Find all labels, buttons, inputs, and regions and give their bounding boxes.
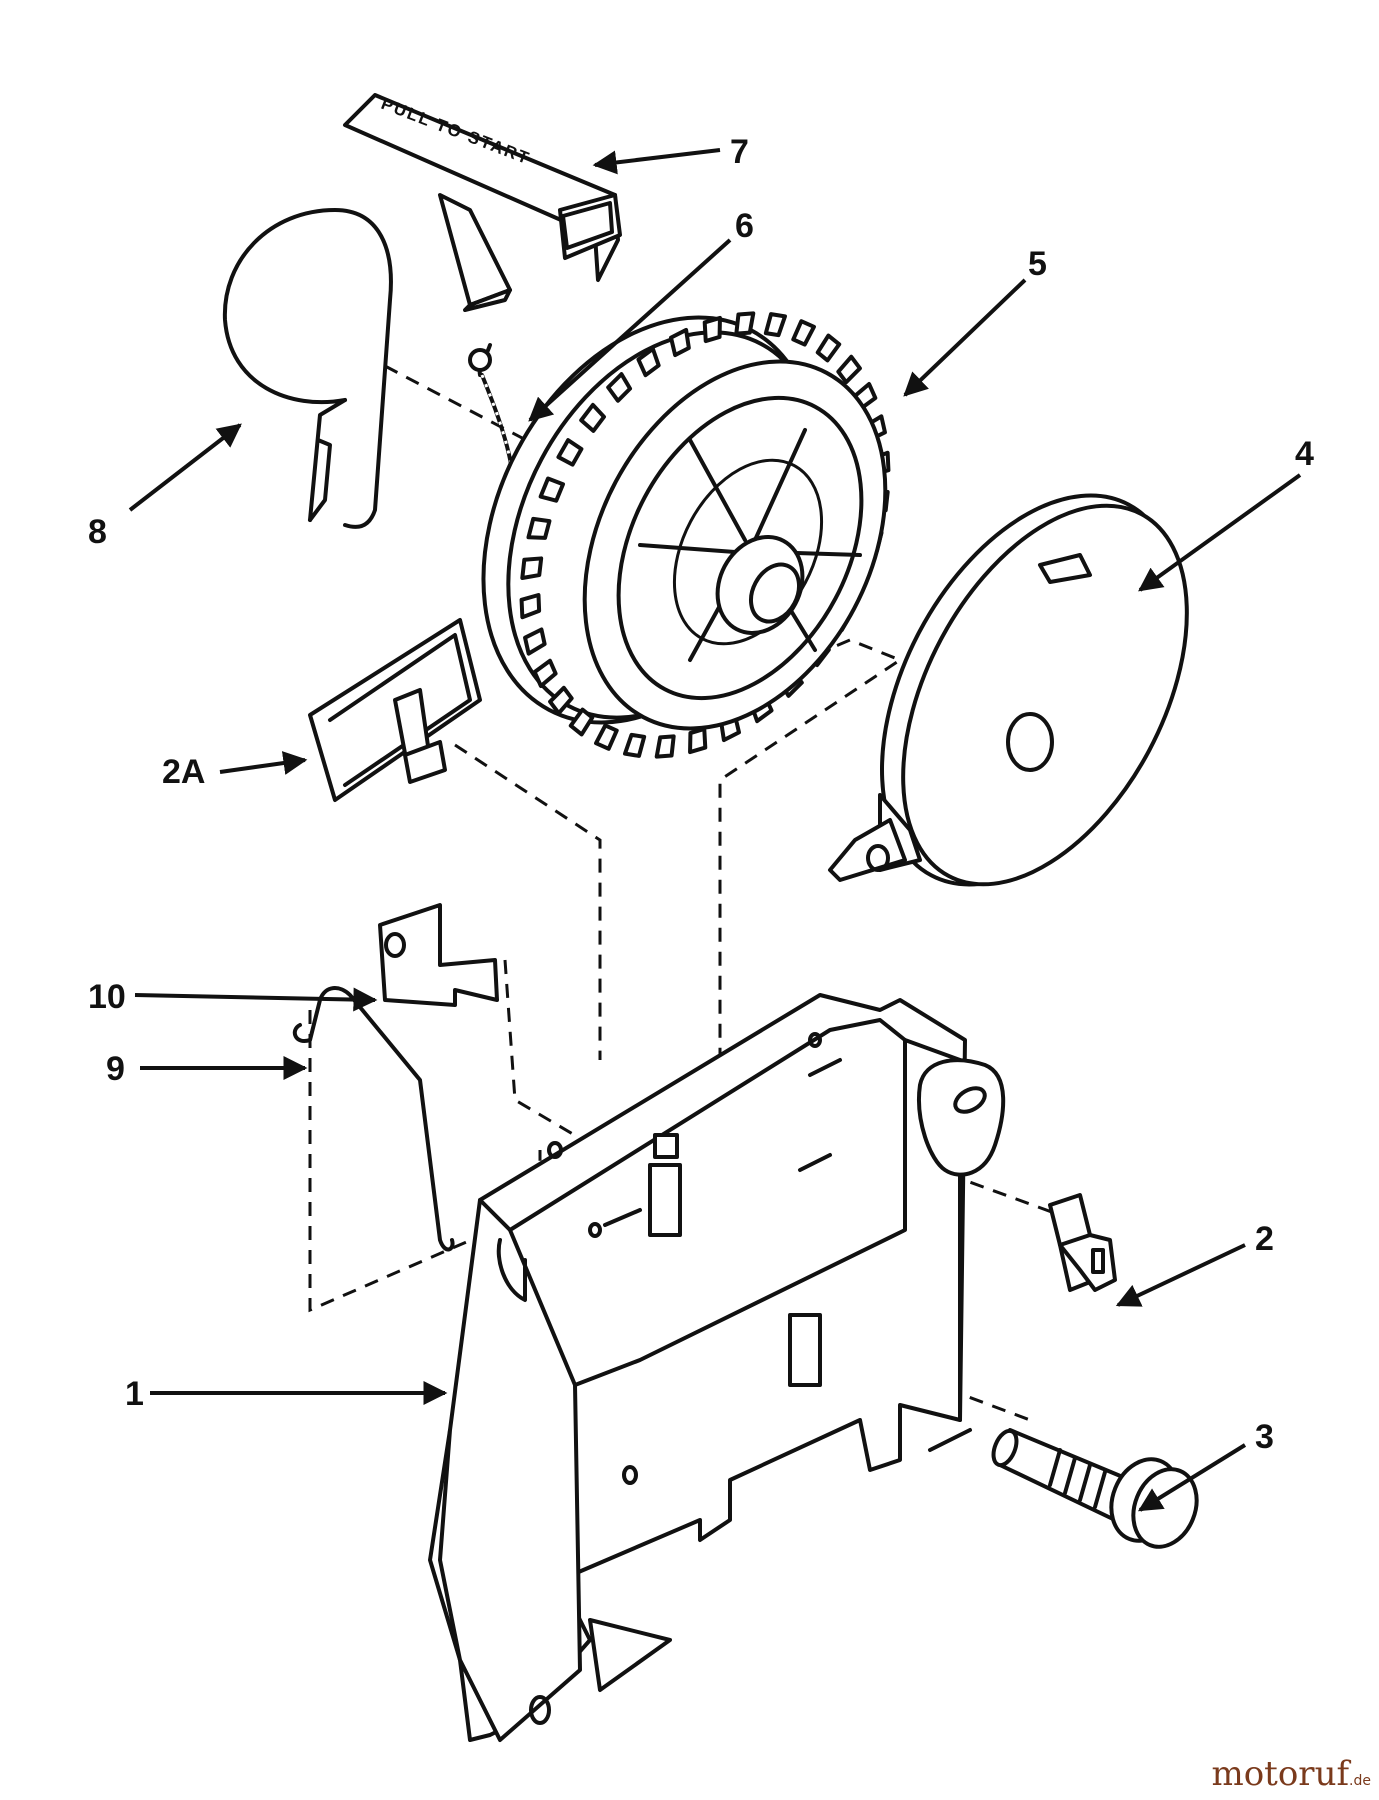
bracket-2a xyxy=(308,618,482,802)
watermark-text: motoruf xyxy=(1211,1754,1350,1794)
pulley-tooth xyxy=(520,556,544,580)
callout-1: 1 xyxy=(125,1375,144,1413)
callout-4: 4 xyxy=(1295,435,1314,473)
clip-2 xyxy=(1048,1193,1117,1292)
callout-leaders xyxy=(128,148,1302,1512)
callout-5: 5 xyxy=(1028,245,1047,283)
pulley-tooth xyxy=(836,354,862,385)
callout-7: 7 xyxy=(730,133,749,171)
pulley-tooth xyxy=(568,707,595,737)
pulley-tooth xyxy=(526,516,552,540)
pulley-tooth xyxy=(519,592,542,620)
pulley-tooth xyxy=(702,315,722,344)
callout-6: 6 xyxy=(735,207,754,245)
pin-3 xyxy=(991,1428,1199,1549)
pulley-tooth xyxy=(815,333,842,363)
pulley-tooth xyxy=(623,732,647,758)
pulley-tooth xyxy=(606,372,633,403)
pulley-tooth xyxy=(548,685,574,716)
callout-2: 2 xyxy=(1255,1220,1274,1258)
rope-guide-wire xyxy=(222,208,393,529)
pulley-tooth xyxy=(538,476,565,503)
pulley-tooth xyxy=(594,723,619,751)
pulley-tooth xyxy=(734,311,756,336)
pulley-tooth xyxy=(791,319,816,347)
watermark-logo: motoruf.de xyxy=(1211,1754,1371,1794)
callout-8: 8 xyxy=(88,513,107,551)
pulley-tooth xyxy=(556,438,584,467)
pulley-tooth xyxy=(669,327,691,358)
pulley-tooth xyxy=(532,658,558,689)
spring-wire-9 xyxy=(292,986,455,1252)
callout-10: 10 xyxy=(88,978,126,1016)
pulley-tooth xyxy=(636,346,661,378)
starter-pulley xyxy=(481,311,891,759)
pulley-tooth xyxy=(523,627,547,656)
callout-3: 3 xyxy=(1255,1418,1274,1456)
pulley-tooth xyxy=(688,726,708,755)
callout-2a: 2A xyxy=(162,753,205,791)
pulley-tooth xyxy=(763,312,787,338)
plate-10 xyxy=(378,903,499,1007)
pulley-tooth xyxy=(654,734,676,759)
starter-housing-bracket xyxy=(428,993,1006,1742)
pulley-tooth xyxy=(579,402,607,433)
starter-handle: PULL TO START xyxy=(343,93,622,312)
callout-labels: 7 6 5 4 8 2A 10 9 2 1 3 xyxy=(88,133,1314,1456)
watermark-suffix: .de xyxy=(1349,1773,1371,1789)
callout-9: 9 xyxy=(106,1050,125,1088)
rewind-spring-housing xyxy=(828,493,1189,887)
